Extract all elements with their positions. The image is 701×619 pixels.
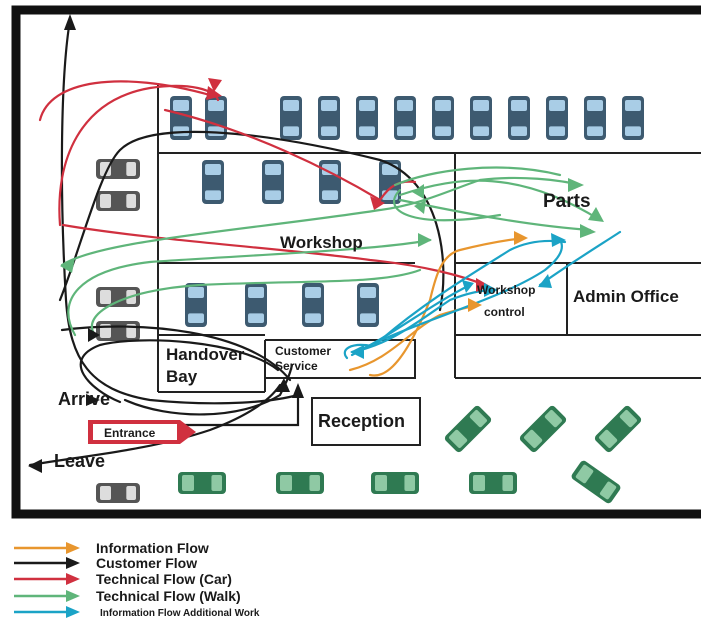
side-parked-car bbox=[96, 321, 140, 341]
top-row-car bbox=[280, 96, 302, 140]
top-row-car bbox=[622, 96, 644, 140]
legend-label: Information Flow Additional Work bbox=[100, 608, 260, 619]
legend-item-customer-flow: Customer Flow bbox=[14, 555, 197, 571]
legend-label: Customer Flow bbox=[96, 555, 197, 571]
technical-walk-flow-paths bbox=[60, 166, 602, 337]
parked-cars bbox=[96, 96, 644, 504]
entrance-label: Entrance bbox=[104, 426, 156, 440]
customer-service-label-line2: Service bbox=[275, 359, 318, 373]
top-row-car bbox=[470, 96, 492, 140]
info-additional-flow-paths bbox=[343, 230, 622, 360]
top-row-car bbox=[546, 96, 568, 140]
building-walls bbox=[11, 5, 701, 519]
angled-car bbox=[519, 405, 567, 453]
legend-label: Information Flow bbox=[96, 540, 209, 556]
workshop-control-label-line2: control bbox=[484, 305, 525, 319]
technical-car-flow-paths bbox=[38, 80, 487, 287]
interior-walls bbox=[157, 83, 701, 446]
legend-item-technical-car: Technical Flow (Car) bbox=[14, 571, 232, 587]
handover-bay-label-line2: Bay bbox=[166, 367, 198, 386]
top-row-car bbox=[394, 96, 416, 140]
service-bay-car bbox=[185, 283, 207, 327]
workshop-car bbox=[262, 160, 284, 204]
bottom-row-car bbox=[371, 472, 419, 494]
side-parked-car bbox=[96, 287, 140, 307]
workshop-car bbox=[202, 160, 224, 204]
service-bay-car bbox=[302, 283, 324, 327]
arrowheads bbox=[28, 14, 604, 473]
top-row-car bbox=[584, 96, 606, 140]
legend-label: Technical Flow (Car) bbox=[96, 571, 232, 587]
legend-item-info-additional: Information Flow Additional Work bbox=[14, 606, 260, 619]
legend-item-technical-walk: Technical Flow (Walk) bbox=[14, 588, 241, 604]
side-parked-car bbox=[96, 483, 140, 503]
workshop-label: Workshop bbox=[280, 233, 363, 252]
top-row-car bbox=[356, 96, 378, 140]
parts-label: Parts bbox=[543, 191, 591, 212]
leave-label: Leave bbox=[54, 451, 105, 471]
customer-service-label-line1: Customer bbox=[275, 344, 331, 358]
reception-label: Reception bbox=[318, 411, 405, 431]
workshop-car bbox=[319, 160, 341, 204]
bottom-row-car bbox=[276, 472, 324, 494]
side-parked-car bbox=[96, 159, 140, 179]
admin-office-label: Admin Office bbox=[573, 287, 679, 306]
service-bay-car bbox=[245, 283, 267, 327]
top-row-car bbox=[318, 96, 340, 140]
legend: Information Flow Customer Flow Technical… bbox=[14, 540, 260, 619]
top-row-car bbox=[432, 96, 454, 140]
side-parked-car bbox=[96, 191, 140, 211]
service-bay-car bbox=[357, 283, 379, 327]
handover-bay-label-line1: Handover bbox=[166, 345, 245, 364]
workshop-control-label-line1: Workshop bbox=[477, 283, 535, 297]
angled-car bbox=[594, 405, 642, 453]
entrance-sign: Entrance bbox=[88, 420, 196, 444]
bottom-row-car bbox=[178, 472, 226, 494]
flow-arrows bbox=[28, 14, 622, 473]
bottom-row-car bbox=[469, 472, 517, 494]
angled-car bbox=[444, 405, 492, 453]
arrive-label: Arrive bbox=[58, 389, 110, 409]
top-row-car bbox=[508, 96, 530, 140]
angled-car bbox=[571, 460, 621, 504]
legend-label: Technical Flow (Walk) bbox=[96, 588, 241, 604]
legend-item-information-flow: Information Flow bbox=[14, 540, 209, 556]
